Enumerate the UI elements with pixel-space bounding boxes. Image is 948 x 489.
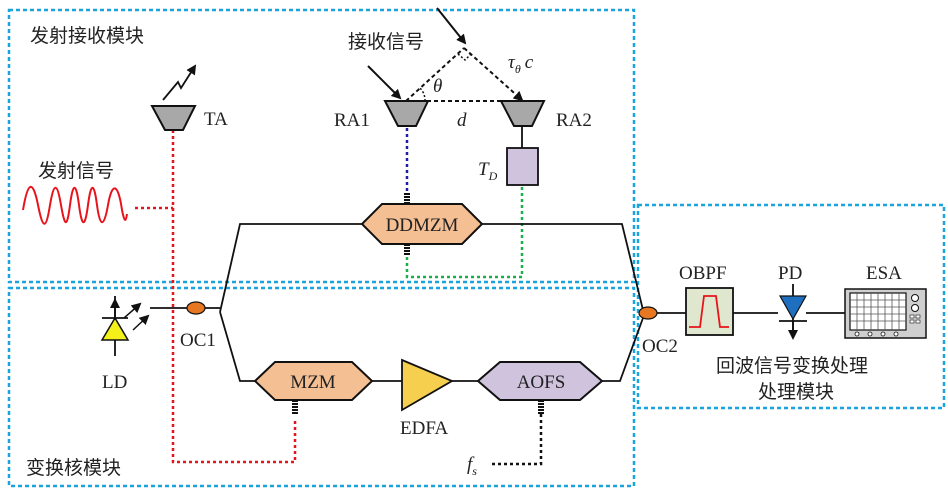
ra1-antenna xyxy=(383,100,430,127)
d-label: d xyxy=(457,110,467,131)
esa-analyzer xyxy=(844,288,927,339)
tx-signal-waveform xyxy=(22,185,128,225)
rx-arrow-1 xyxy=(367,65,402,100)
path-difference-line xyxy=(463,47,524,102)
ld-label: LD xyxy=(102,372,127,393)
module-title-echo-2: 处理模块 xyxy=(758,381,834,403)
ra2-path xyxy=(405,187,524,279)
td-label: TD xyxy=(478,159,498,183)
oc1-coupler xyxy=(186,301,206,315)
ta-label: TA xyxy=(204,109,228,130)
obpf-passband-icon xyxy=(689,295,729,328)
theta-arc xyxy=(419,87,426,102)
oc2-label: OC2 xyxy=(642,336,678,357)
ra1-label: RA1 xyxy=(334,110,370,131)
fs-path xyxy=(490,414,543,466)
module-box-core xyxy=(7,286,636,488)
mzm-label: MZM xyxy=(290,372,336,393)
ra2-label: RA2 xyxy=(556,110,592,131)
module-box-echo xyxy=(636,203,946,410)
module-box-tx-rx xyxy=(7,8,636,284)
fiber-lower-arm xyxy=(219,311,644,382)
theta-label: θ xyxy=(433,76,442,97)
tx-path xyxy=(135,130,297,464)
module-title-core: 变换核模块 xyxy=(26,457,121,479)
ld-emission-arrow-1 xyxy=(123,302,142,319)
obpf-label: OBPF xyxy=(679,263,727,284)
obpf-filter xyxy=(685,287,734,336)
fs-label: fs xyxy=(467,454,477,478)
edfa-amplifier xyxy=(401,358,455,412)
ld-emission-arrow-2 xyxy=(132,314,150,331)
ta-radiation-arrow xyxy=(162,64,197,101)
aofs-shifter xyxy=(476,361,604,401)
module-title-tx-rx: 发射接收模块 xyxy=(30,25,144,47)
right-angle-mark xyxy=(457,53,472,62)
ra2-antenna xyxy=(499,100,546,127)
aofs-label: AOFS xyxy=(517,372,566,393)
ddmzm-modulator xyxy=(360,203,484,245)
pd-label: PD xyxy=(778,263,802,284)
edfa-label: EDFA xyxy=(400,418,448,439)
rx-signal-label: 接收信号 xyxy=(348,31,424,53)
pd-triangle xyxy=(778,295,808,321)
td-delay-block xyxy=(506,147,539,186)
module-title-echo-1: 回波信号变换处理 xyxy=(716,355,868,377)
ld-triangle xyxy=(100,316,130,341)
mzm-modulator xyxy=(253,361,374,401)
oc2-coupler xyxy=(638,306,658,320)
tx-signal-label: 发射信号 xyxy=(38,160,114,182)
ta-antenna xyxy=(150,105,197,131)
oc1-label: OC1 xyxy=(180,330,216,351)
ddmzm-label: DDMZM xyxy=(386,215,459,236)
rx-arrow-2 xyxy=(436,7,467,45)
esa-label: ESA xyxy=(866,263,902,284)
wavefront-line xyxy=(405,47,465,102)
fiber-upper-arm xyxy=(219,223,644,313)
